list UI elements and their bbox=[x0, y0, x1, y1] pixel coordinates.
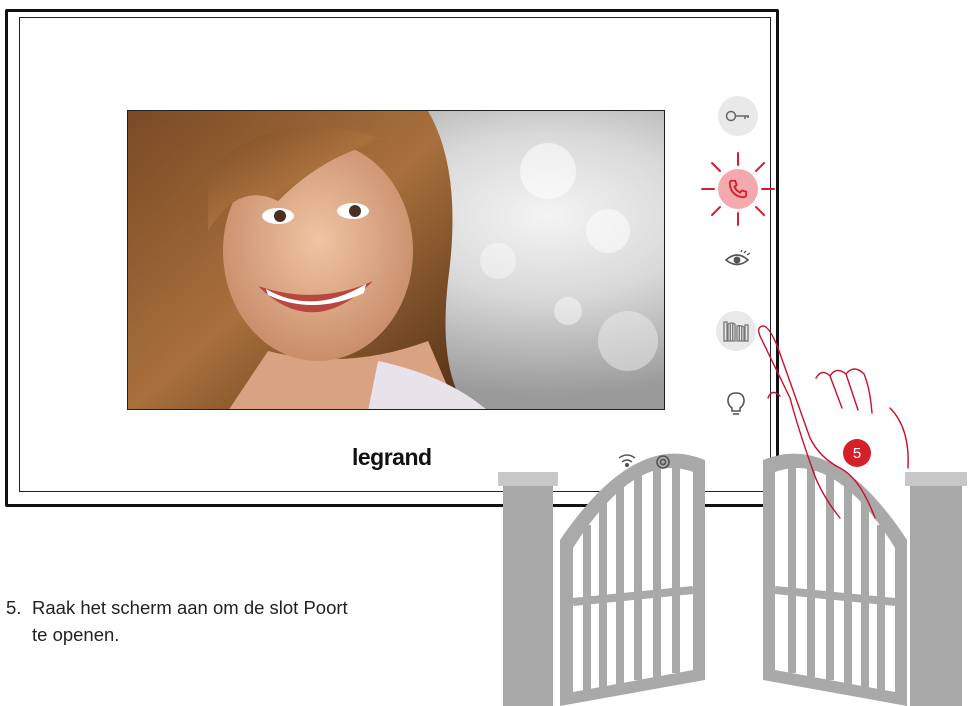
answer-call-button[interactable] bbox=[718, 169, 758, 209]
key-button[interactable] bbox=[718, 96, 758, 136]
brand-logo: legrand bbox=[352, 444, 432, 471]
eye-icon bbox=[725, 250, 751, 268]
instruction-line-2: te openen. bbox=[6, 621, 348, 648]
wifi-icon bbox=[619, 455, 635, 466]
gate-icon bbox=[723, 320, 749, 342]
visitor-video-feed bbox=[128, 111, 665, 410]
lightbulb-icon bbox=[726, 391, 746, 417]
phone-icon bbox=[727, 178, 749, 200]
left-gate-leaf bbox=[560, 454, 705, 706]
video-display[interactable] bbox=[127, 110, 665, 410]
step-number: 5. bbox=[6, 594, 32, 621]
instruction-caption: 5.Raak het scherm aan om de slot Poort t… bbox=[6, 594, 348, 648]
step-number-badge: 5 bbox=[843, 439, 871, 467]
pointing-hand-illustration bbox=[750, 318, 920, 528]
watch-button[interactable] bbox=[718, 239, 758, 279]
instruction-line-1: Raak het scherm aan om de slot Poort bbox=[32, 597, 348, 618]
key-icon bbox=[725, 109, 751, 123]
